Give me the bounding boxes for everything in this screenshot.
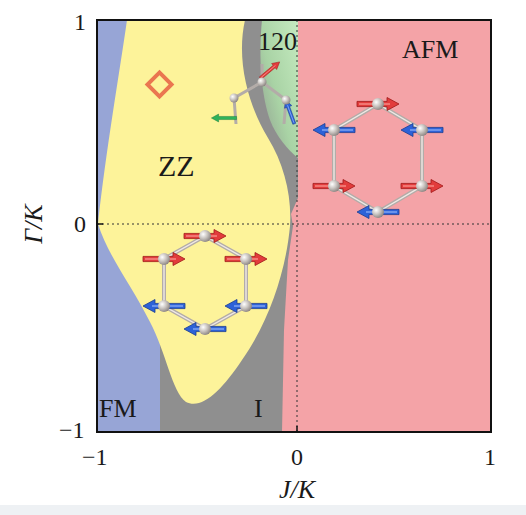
diamond-marker bbox=[147, 72, 171, 96]
spin-up-arrow bbox=[225, 253, 267, 266]
atom bbox=[158, 300, 170, 312]
region-label: ZZ bbox=[158, 151, 195, 181]
atom bbox=[240, 300, 252, 312]
spiral-inset bbox=[211, 59, 298, 125]
spin-down-arrow bbox=[225, 300, 267, 313]
atom bbox=[372, 98, 384, 110]
x-tick-label: 0 bbox=[291, 445, 303, 469]
gamma-zero-line bbox=[97, 224, 491, 225]
bond bbox=[164, 236, 246, 329]
zz-inset bbox=[143, 230, 267, 336]
spin-down-arrow bbox=[313, 124, 355, 137]
spin-down-arrow bbox=[143, 300, 185, 313]
bond bbox=[164, 236, 246, 329]
y-tick-label: −1 bbox=[59, 418, 85, 442]
axis-title: J/K bbox=[279, 477, 315, 503]
atom bbox=[199, 323, 211, 335]
j-zero-line bbox=[297, 20, 298, 432]
atom bbox=[158, 253, 170, 265]
spin-up-arrow bbox=[143, 253, 185, 266]
afm-inset bbox=[313, 98, 443, 219]
axis-title: Γ/K bbox=[21, 204, 47, 243]
spin-up-arrow bbox=[357, 98, 399, 111]
atom bbox=[328, 124, 340, 136]
axis-ticks bbox=[97, 20, 491, 432]
region-label: FM bbox=[99, 396, 137, 422]
spin-up-arrow bbox=[184, 230, 226, 243]
spin-down-arrow bbox=[357, 206, 399, 219]
region-label: 120 bbox=[258, 29, 297, 55]
spin-down-arrow bbox=[401, 124, 443, 137]
atom bbox=[258, 78, 267, 87]
spin-up-arrow bbox=[313, 180, 355, 193]
atom bbox=[230, 94, 239, 103]
plot-frame bbox=[97, 20, 491, 432]
bond bbox=[334, 104, 422, 212]
bond bbox=[234, 64, 286, 124]
atom bbox=[328, 180, 340, 192]
spin-arrow bbox=[211, 114, 236, 122]
spin-down-arrow bbox=[184, 323, 226, 336]
x-tick-label: 1 bbox=[484, 445, 496, 469]
spin-up-arrow bbox=[401, 180, 443, 193]
y-tick-label: 0 bbox=[74, 212, 86, 236]
zigzag-region bbox=[98, 20, 290, 404]
atom bbox=[372, 206, 384, 218]
region-label: AFM bbox=[402, 37, 458, 63]
atom bbox=[416, 180, 428, 192]
atom bbox=[282, 96, 291, 105]
atom bbox=[416, 124, 428, 136]
bond bbox=[334, 104, 422, 212]
atom bbox=[199, 230, 211, 242]
atom bbox=[240, 253, 252, 265]
x-tick-label: −1 bbox=[82, 445, 108, 469]
bottom-band bbox=[0, 505, 526, 515]
afm-region bbox=[97, 20, 491, 432]
y-tick-label: 1 bbox=[74, 10, 86, 34]
region-label: I bbox=[254, 396, 263, 422]
